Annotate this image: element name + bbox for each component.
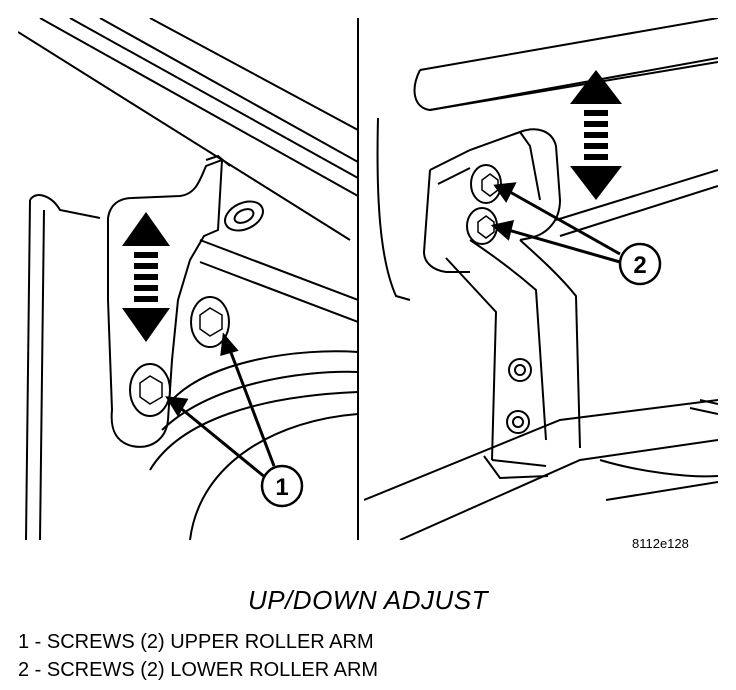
- left-updown-arrow: [122, 212, 170, 342]
- figure-title: UP/DOWN ADJUST: [247, 585, 489, 615]
- callout-1-label: 1: [275, 474, 288, 501]
- right-upper-screw: [470, 164, 502, 204]
- legend-item-1: 1 - SCREWS (2) UPPER ROLLER ARM: [18, 631, 374, 653]
- callout-2: 2: [618, 242, 662, 286]
- legend-item-2: 2 - SCREWS (2) LOWER ROLLER ARM: [18, 659, 379, 681]
- callout-1: 1: [260, 464, 304, 508]
- callout-2-leaders: [490, 182, 621, 264]
- figure-id: 8112e128: [632, 536, 689, 551]
- lower-screw: [129, 363, 171, 417]
- upper-screw: [190, 296, 230, 348]
- legend: 1 - SCREWS (2) UPPER ROLLER ARM 2 - SCRE…: [18, 628, 378, 684]
- diagram-figure: 1: [18, 18, 718, 540]
- right-panel: [364, 18, 718, 540]
- left-panel: [18, 18, 358, 540]
- callout-1-leaders: [165, 332, 276, 480]
- right-updown-arrow: [570, 70, 622, 200]
- callout-2-label: 2: [633, 252, 646, 279]
